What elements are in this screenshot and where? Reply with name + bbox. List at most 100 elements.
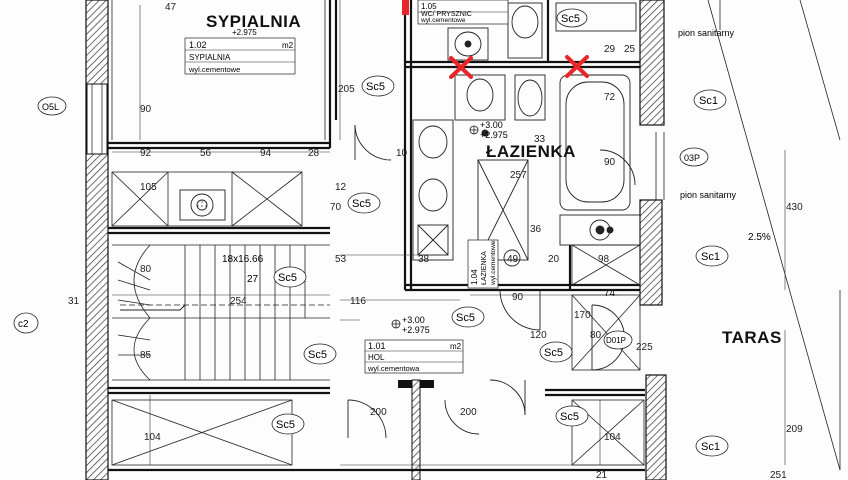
tag-sc1-mid: Sc1	[695, 245, 729, 267]
dim-28: 28	[308, 148, 320, 159]
shower-card-number: 1.05	[421, 2, 437, 11]
tag-d01p-label: D01P	[606, 336, 626, 345]
dim-94: 94	[260, 148, 272, 159]
dim-70: 70	[330, 202, 342, 213]
dim-53: 53	[335, 254, 347, 265]
dim-254: 254	[230, 296, 247, 307]
tag-sc1-mid-label: Sc1	[701, 251, 720, 263]
tag-sc1-bath-label: Sc1	[699, 95, 718, 107]
dim-205: 205	[338, 84, 355, 95]
dim-49: 49	[507, 254, 519, 265]
tag-sc5-hall-center: Sc5	[451, 306, 485, 328]
room-card-shower: 1.05 WC/ PRYSZNIC wyl.cementowe	[417, 0, 509, 25]
bedroom-card-number: 1.02	[189, 40, 207, 50]
tag-sc5-corridor: Sc5	[347, 192, 381, 214]
staircase	[112, 244, 330, 381]
dim-92: 92	[140, 148, 152, 159]
hall-level-bottom: +2.975	[402, 325, 430, 335]
room-label-bathroom: ŁAZIENKA	[486, 142, 576, 161]
dim-225: 225	[636, 342, 653, 353]
tag-c2-label: c2	[18, 319, 29, 330]
bedroom-level: +2.975	[232, 28, 257, 37]
tag-sc5-hall-right-label: Sc5	[544, 347, 563, 359]
dim-200-left: 200	[370, 407, 387, 418]
dim-120: 120	[530, 330, 547, 341]
hall-card-name: HOL	[368, 353, 385, 362]
note-pipe-top: pion sanitarny	[678, 28, 735, 38]
bedroom-card-name: SYPIALNIA	[189, 53, 231, 62]
tag-sc5-bottom-left: Sc5	[271, 413, 305, 435]
stairs-spec: 18x16.66	[222, 254, 264, 265]
dim-56: 56	[200, 148, 212, 159]
tag-o3p: 03P	[679, 147, 709, 167]
tag-sc5-hall-right: Sc5	[539, 341, 573, 363]
hall-level-top: +3.00	[402, 315, 425, 325]
dim-90b: 90	[604, 157, 616, 168]
dim-104-left: 104	[144, 432, 161, 443]
door-swings	[347, 124, 636, 439]
tag-sc5-stairs-label: Sc5	[278, 272, 297, 284]
dim-33: 33	[534, 134, 546, 145]
tag-sc5-bottom-right: Sc5	[555, 405, 589, 427]
level-marker-bath: +3.00 +2.975	[469, 120, 508, 140]
dim-31: 31	[68, 296, 80, 307]
bath-level-bottom: +2.975	[480, 130, 508, 140]
dim-80: 80	[140, 264, 152, 275]
tag-o3p-label: 03P	[684, 153, 700, 163]
room-label-terrace: TARAS	[722, 328, 782, 347]
tag-sc1-bottom: Sc1	[695, 435, 729, 457]
dim-200-right: 200	[460, 407, 477, 418]
tag-o5l: O5L	[37, 96, 67, 116]
tag-sc5-stairs: Sc5	[273, 266, 307, 288]
dim-85: 85	[140, 350, 152, 361]
level-marker-hall: +3.00 +2.975	[391, 315, 430, 335]
tag-sc5-shower-label: Sc5	[561, 13, 580, 25]
tag-c2: c2	[13, 312, 39, 334]
tag-o5l-label: O5L	[42, 102, 59, 112]
dim-20: 20	[548, 254, 560, 265]
dim-104-right: 104	[604, 432, 621, 443]
dim-209: 209	[786, 424, 803, 435]
dim-10: 10	[396, 148, 408, 159]
hall-card-number: 1.01	[368, 341, 386, 351]
tag-sc5-bottom-right-label: Sc5	[560, 411, 579, 423]
dim-12: 12	[335, 182, 347, 193]
bathroom-card-name: ŁAZIENKA	[481, 251, 488, 285]
dim-98: 98	[598, 254, 610, 265]
tag-sc5-corridor-label: Sc5	[352, 198, 371, 210]
tag-sc5-bedroom: Sc5	[361, 75, 395, 97]
shower-card-finish: wyl.cementowe	[420, 17, 466, 24]
bathroom-fixtures	[179, 2, 641, 267]
dim-72: 72	[604, 92, 616, 103]
note-slope: 2.5%	[748, 232, 771, 243]
stairs-steps: 27	[247, 274, 259, 285]
tag-d01p: D01P	[603, 330, 633, 350]
room-card-bathroom: 1.04 ŁAZIENKA wyl.cementowe	[467, 239, 499, 289]
dim-170: 170	[574, 310, 591, 321]
dim-430: 430	[786, 202, 803, 213]
dim-105: 105	[140, 182, 157, 193]
dim-257: 257	[510, 170, 527, 181]
room-card-bedroom: 1.02 m2 SYPIALNIA wyl.cementowe +2.975	[184, 28, 296, 75]
dim-21: 21	[596, 470, 608, 480]
exterior-walls	[85, 0, 667, 480]
dim-90c: 90	[512, 292, 524, 303]
tag-sc5-hall-center-label: Sc5	[456, 312, 475, 324]
bedroom-card-unit: m2	[282, 41, 294, 50]
dim-38: 38	[418, 254, 430, 265]
dim-251: 251	[770, 470, 787, 480]
bedroom-card-finish: wyl.cementowe	[188, 65, 240, 74]
dim-36: 36	[530, 224, 542, 235]
tag-sc1-bottom-label: Sc1	[701, 441, 720, 453]
dim-116: 116	[350, 296, 366, 307]
bathroom-card-finish: wyl.cementowe	[490, 240, 497, 286]
note-pipe-mid: pion sanitarny	[680, 190, 737, 200]
tag-sc5-hall-left-label: Sc5	[308, 349, 327, 361]
tag-sc5-shower: Sc5	[556, 8, 588, 28]
shower-card-name: WC/ PRYSZNIC	[421, 11, 472, 18]
dim-90a: 90	[140, 104, 152, 115]
room-label-bedroom: SYPIALNIA	[206, 12, 302, 31]
room-card-hall: 1.01 m2 HOL wyl.cementowa	[364, 339, 464, 374]
